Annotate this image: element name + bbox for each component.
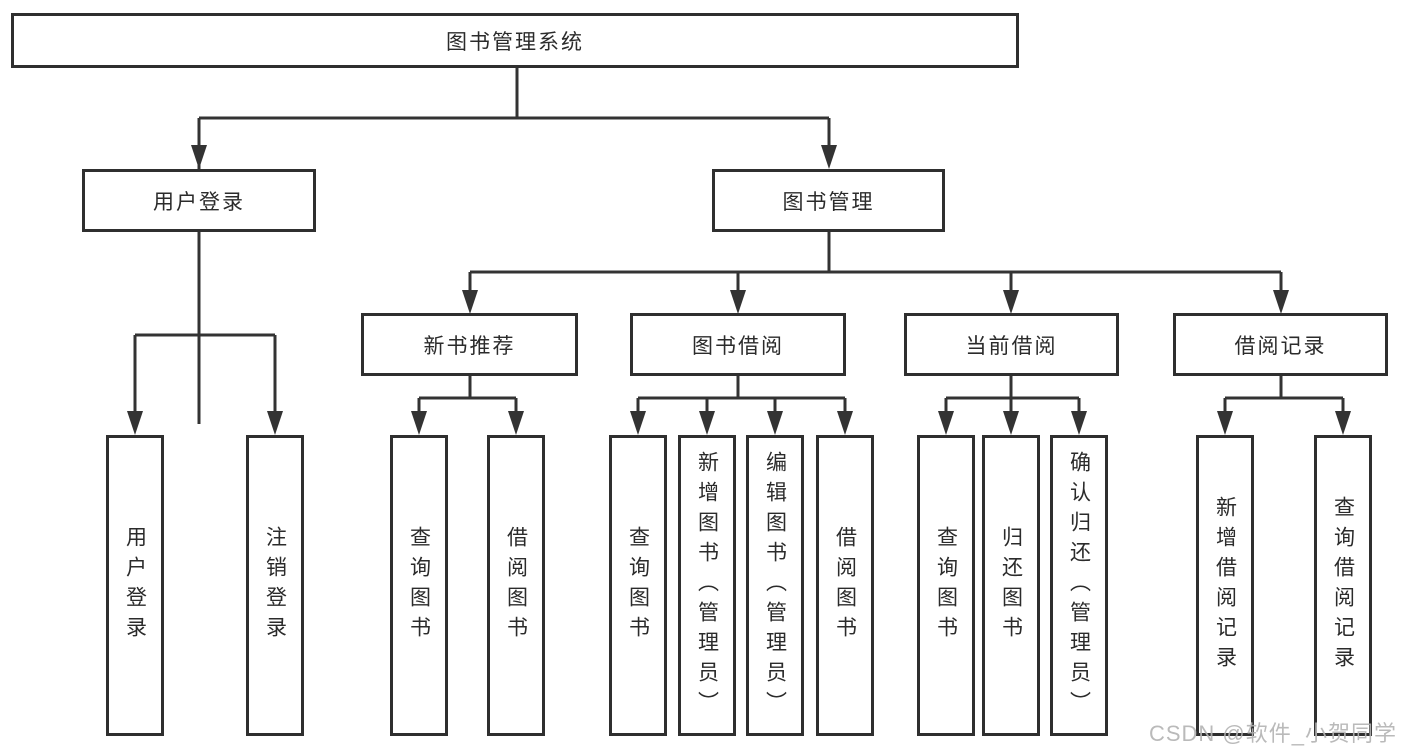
node-new-book-recommend: 新书推荐 (361, 313, 578, 376)
node-current-borrowing-label: 当前借阅 (965, 334, 1058, 358)
leaf-logout: 注销登录 (246, 435, 304, 736)
leaf-user-login-label: 用户登录 (123, 525, 147, 646)
leaf-edit-books-admin: 编辑图书（管理员） (746, 435, 804, 736)
arrowhead (1273, 290, 1289, 314)
leaf-borrowing-query-books-label: 查询图书 (626, 525, 650, 646)
leaf-return-books: 归还图书 (982, 435, 1040, 736)
arrowhead (462, 290, 478, 314)
arrowhead (938, 411, 954, 435)
node-user-login: 用户登录 (82, 169, 316, 232)
arrowhead (821, 145, 837, 169)
node-book-management-label: 图书管理 (782, 190, 875, 214)
leaf-current-query-books: 查询图书 (917, 435, 975, 736)
node-book-borrowing: 图书借阅 (630, 313, 846, 376)
leaf-confirm-return-admin-label: 确认归还（管理员） (1067, 450, 1091, 721)
leaf-query-borrow-record-label: 查询借阅记录 (1331, 495, 1355, 676)
arrowhead (730, 290, 746, 314)
node-current-borrowing: 当前借阅 (904, 313, 1119, 376)
leaf-borrowing-query-books: 查询图书 (609, 435, 667, 736)
arrowhead (1335, 411, 1351, 435)
csdn-watermark: CSDN @软件_小贺同学 (1148, 721, 1397, 746)
leaf-return-books-label: 归还图书 (999, 525, 1023, 646)
arrowhead (1003, 411, 1019, 435)
node-root-label: 图书管理系统 (446, 30, 584, 54)
leaf-add-books-admin: 新增图书（管理员） (678, 435, 736, 736)
leaf-logout-label: 注销登录 (263, 525, 287, 646)
leaf-current-query-books-label: 查询图书 (934, 525, 958, 646)
leaf-confirm-return-admin: 确认归还（管理员） (1050, 435, 1108, 736)
arrowhead (1003, 290, 1019, 314)
arrowhead (837, 411, 853, 435)
leaf-edit-books-admin-label: 编辑图书（管理员） (763, 450, 787, 721)
arrowhead (699, 411, 715, 435)
arrowhead (411, 411, 427, 435)
arrowhead (1217, 411, 1233, 435)
arrowhead (630, 411, 646, 435)
leaf-recommend-borrow-books: 借阅图书 (487, 435, 545, 736)
leaf-recommend-query-books: 查询图书 (390, 435, 448, 736)
arrowhead (767, 411, 783, 435)
node-new-book-recommend-label: 新书推荐 (423, 334, 516, 358)
arrowhead (267, 411, 283, 435)
node-root: 图书管理系统 (11, 13, 1019, 68)
leaf-add-borrow-record-label: 新增借阅记录 (1213, 495, 1237, 676)
arrowhead (508, 411, 524, 435)
leaf-add-borrow-record: 新增借阅记录 (1196, 435, 1254, 736)
arrowhead (127, 411, 143, 435)
node-book-borrowing-label: 图书借阅 (692, 334, 784, 358)
leaf-recommend-borrow-books-label: 借阅图书 (504, 525, 528, 646)
node-book-management: 图书管理 (712, 169, 945, 232)
arrowhead (191, 145, 207, 169)
node-borrowing-records-label: 借阅记录 (1234, 334, 1327, 358)
leaf-borrow-books-label: 借阅图书 (833, 525, 857, 646)
leaf-add-books-admin-label: 新增图书（管理员） (695, 450, 719, 721)
node-user-login-label: 用户登录 (153, 190, 245, 214)
arrowhead (1071, 411, 1087, 435)
leaf-query-borrow-record: 查询借阅记录 (1314, 435, 1372, 736)
leaf-borrow-books: 借阅图书 (816, 435, 874, 736)
leaf-user-login: 用户登录 (106, 435, 164, 736)
node-borrowing-records: 借阅记录 (1173, 313, 1388, 376)
leaf-recommend-query-books-label: 查询图书 (407, 525, 431, 646)
